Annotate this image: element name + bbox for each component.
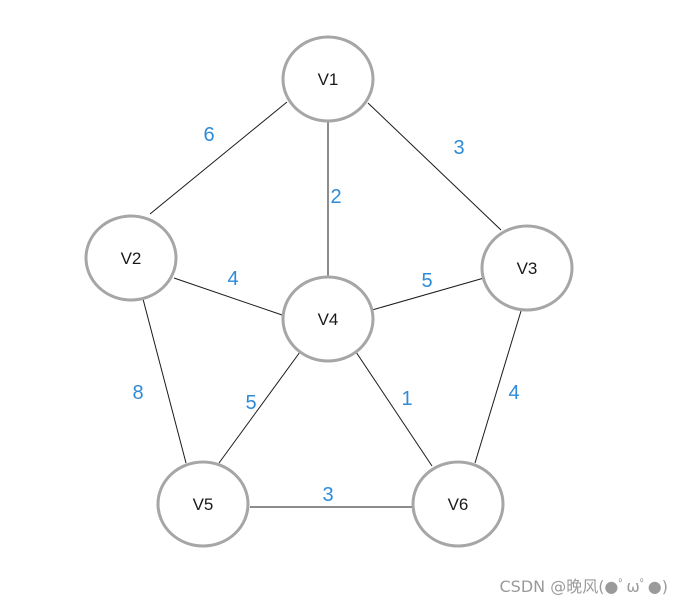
node-v5: V5: [156, 460, 250, 548]
edge-v2-v4: [173, 277, 286, 317]
node-circle: [480, 224, 574, 312]
node-circle: [156, 460, 250, 548]
node-v4: V4: [281, 275, 375, 363]
node-label: V3: [517, 259, 538, 278]
weights-layer: 6 2 3 4 5 8 5 1 4 3: [132, 124, 519, 506]
watermark: CSDN @晚风(●ﾟωﾟ●): [499, 577, 668, 596]
node-label: V6: [448, 495, 469, 514]
edge-weight-v1-v2: 6: [203, 124, 214, 146]
edge-weight-v1-v4: 2: [330, 186, 341, 208]
node-v1: V1: [281, 35, 375, 123]
edge-v4-v5: [218, 351, 301, 464]
node-circle: [281, 275, 375, 363]
edge-v1-v3: [367, 102, 502, 231]
edges-layer: [142, 101, 522, 508]
node-circle: [281, 35, 375, 123]
edge-weight-v2-v4: 4: [227, 268, 238, 290]
edge-weight-v4-v5: 5: [245, 392, 256, 414]
node-v3: V3: [480, 224, 574, 312]
node-label: V1: [318, 70, 339, 89]
edge-v4-v3: [371, 277, 485, 311]
edge-v1-v2: [149, 101, 288, 215]
edge-weight-v5-v6: 3: [322, 484, 333, 506]
edge-v3-v6: [474, 310, 522, 464]
node-v6: V6: [411, 460, 505, 548]
edge-weight-v3-v6: 4: [508, 382, 519, 404]
edge-weight-v1-v3: 3: [453, 137, 464, 159]
edge-weight-v4-v6: 1: [401, 388, 412, 410]
edge-weight-v4-v3: 5: [421, 270, 432, 292]
edge-v4-v6: [355, 351, 433, 467]
edge-v2-v5: [142, 298, 187, 464]
node-v2: V2: [84, 214, 178, 302]
node-circle: [411, 460, 505, 548]
node-label: V2: [121, 249, 142, 268]
node-label: V5: [193, 495, 214, 514]
node-circle: [84, 214, 178, 302]
edge-weight-v2-v5: 8: [132, 382, 143, 404]
node-label: V4: [318, 310, 339, 329]
